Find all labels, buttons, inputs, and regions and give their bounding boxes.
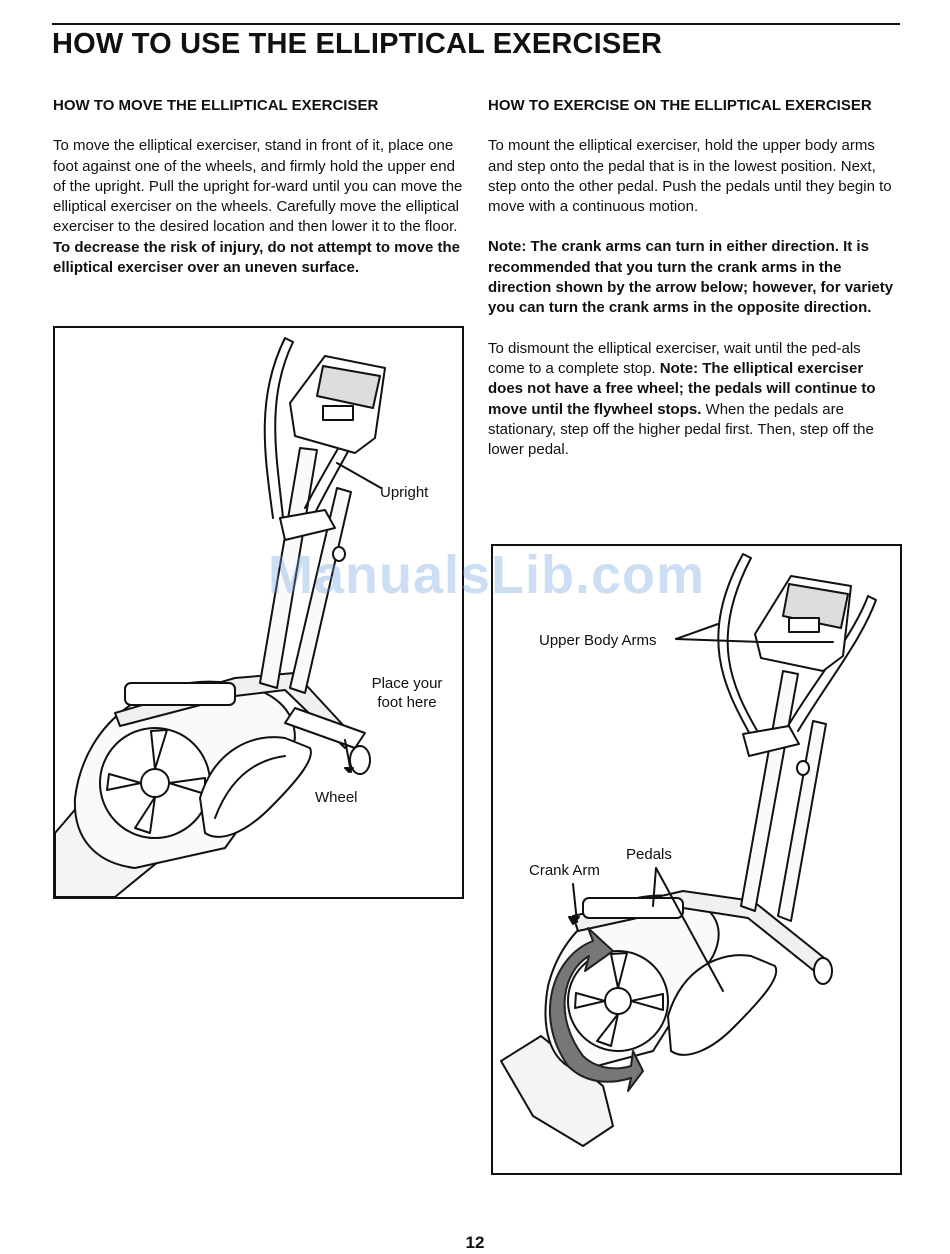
elliptical-illustration-2 — [500, 553, 877, 1147]
upper-body-arms-label: Upper Body Arms — [539, 632, 657, 649]
top-rule — [52, 23, 900, 25]
figure-exercise: Upper Body Arms Pedals Crank Arm — [491, 544, 902, 1175]
move-heading: HOW TO MOVE THE ELLIPTICAL EXERCISER — [53, 97, 379, 114]
mount-paragraph: To mount the elliptical exerciser, hold … — [488, 137, 892, 216]
move-warning: To decrease the risk of injury, do not a… — [53, 238, 461, 277]
foot-label: Place your foot here — [371, 675, 443, 711]
page-title: HOW TO USE THE ELLIPTICAL EXERCISER — [52, 28, 663, 60]
left-column: HOW TO MOVE THE ELLIPTICAL EXERCISER To … — [53, 96, 465, 298]
dismount-text-1: To dismount the elliptical exerciser, wa… — [488, 339, 861, 377]
move-text: To move the elliptical exerciser, stand … — [53, 137, 463, 236]
right-column: HOW TO EXERCISE ON THE ELLIPTICAL EXERCI… — [488, 96, 898, 480]
exercise-heading: HOW TO EXERCISE ON THE ELLIPTICAL EXERCI… — [488, 97, 872, 114]
move-paragraph: To move the elliptical exerciser, stand … — [53, 136, 465, 278]
dismount-paragraph: To dismount the elliptical exerciser, wa… — [488, 339, 898, 461]
figure-move-exerciser: Upright Place your foot here Wheel — [53, 326, 464, 899]
watermark: ManualsLib.com — [268, 545, 706, 605]
dismount-note: Note: The elliptical exerciser does not … — [488, 359, 876, 418]
dismount-text-2: When the pedals are stationary, step off… — [488, 400, 874, 459]
upright-label: Upright — [380, 484, 429, 501]
elliptical-illustration-1 — [55, 337, 386, 897]
wheel-label: Wheel — [315, 789, 358, 806]
pedals-label: Pedals — [626, 846, 672, 863]
page-number: 12 — [465, 1233, 485, 1252]
crank-arm-label: Crank Arm — [529, 862, 600, 879]
crank-note: Note: The crank arms can turn in either … — [488, 237, 898, 318]
crank-note-text: Note: The crank arms can turn in either … — [488, 238, 894, 317]
